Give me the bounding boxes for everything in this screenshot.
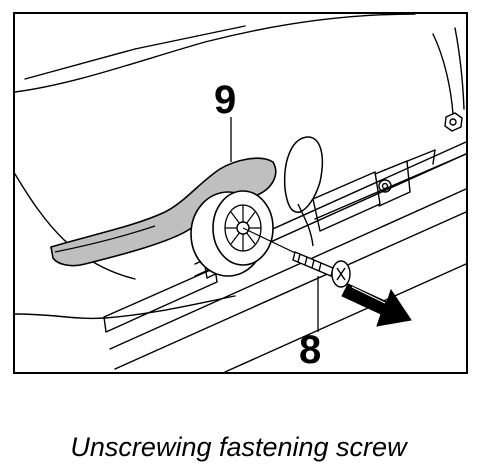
seat-rail-base xyxy=(114,211,466,370)
mechanism-bracket xyxy=(404,149,436,165)
seat-upper-panel-line xyxy=(24,48,136,80)
figure-caption: Unscrewing fastening screw xyxy=(70,432,407,462)
floor-line xyxy=(224,263,466,372)
seat-cushion-outline xyxy=(15,14,416,93)
seat-fold-line-2 xyxy=(432,33,454,115)
callout-label-lever: 9 xyxy=(214,78,237,122)
illustration-frame xyxy=(13,12,468,374)
seat-cushion-lower-edge xyxy=(15,295,236,320)
mechanism-bolt xyxy=(378,179,392,193)
recline-handle xyxy=(283,136,324,213)
mechanism-slot xyxy=(374,160,411,207)
mechanism-block xyxy=(312,171,381,232)
seat-upper-panel-line-2 xyxy=(134,25,246,50)
hex-nut xyxy=(444,112,463,132)
height-adjust-lever xyxy=(50,157,277,267)
seat-rail-illustration xyxy=(15,14,466,372)
seat-side-curve xyxy=(15,173,136,280)
fastening-screw xyxy=(292,251,351,288)
seat-rail-bottom xyxy=(109,188,466,350)
callout-label-screw: 8 xyxy=(299,328,322,372)
seat-fold-line xyxy=(454,27,465,110)
removal-arrow xyxy=(341,283,412,327)
rail-slot-2 xyxy=(103,267,218,333)
